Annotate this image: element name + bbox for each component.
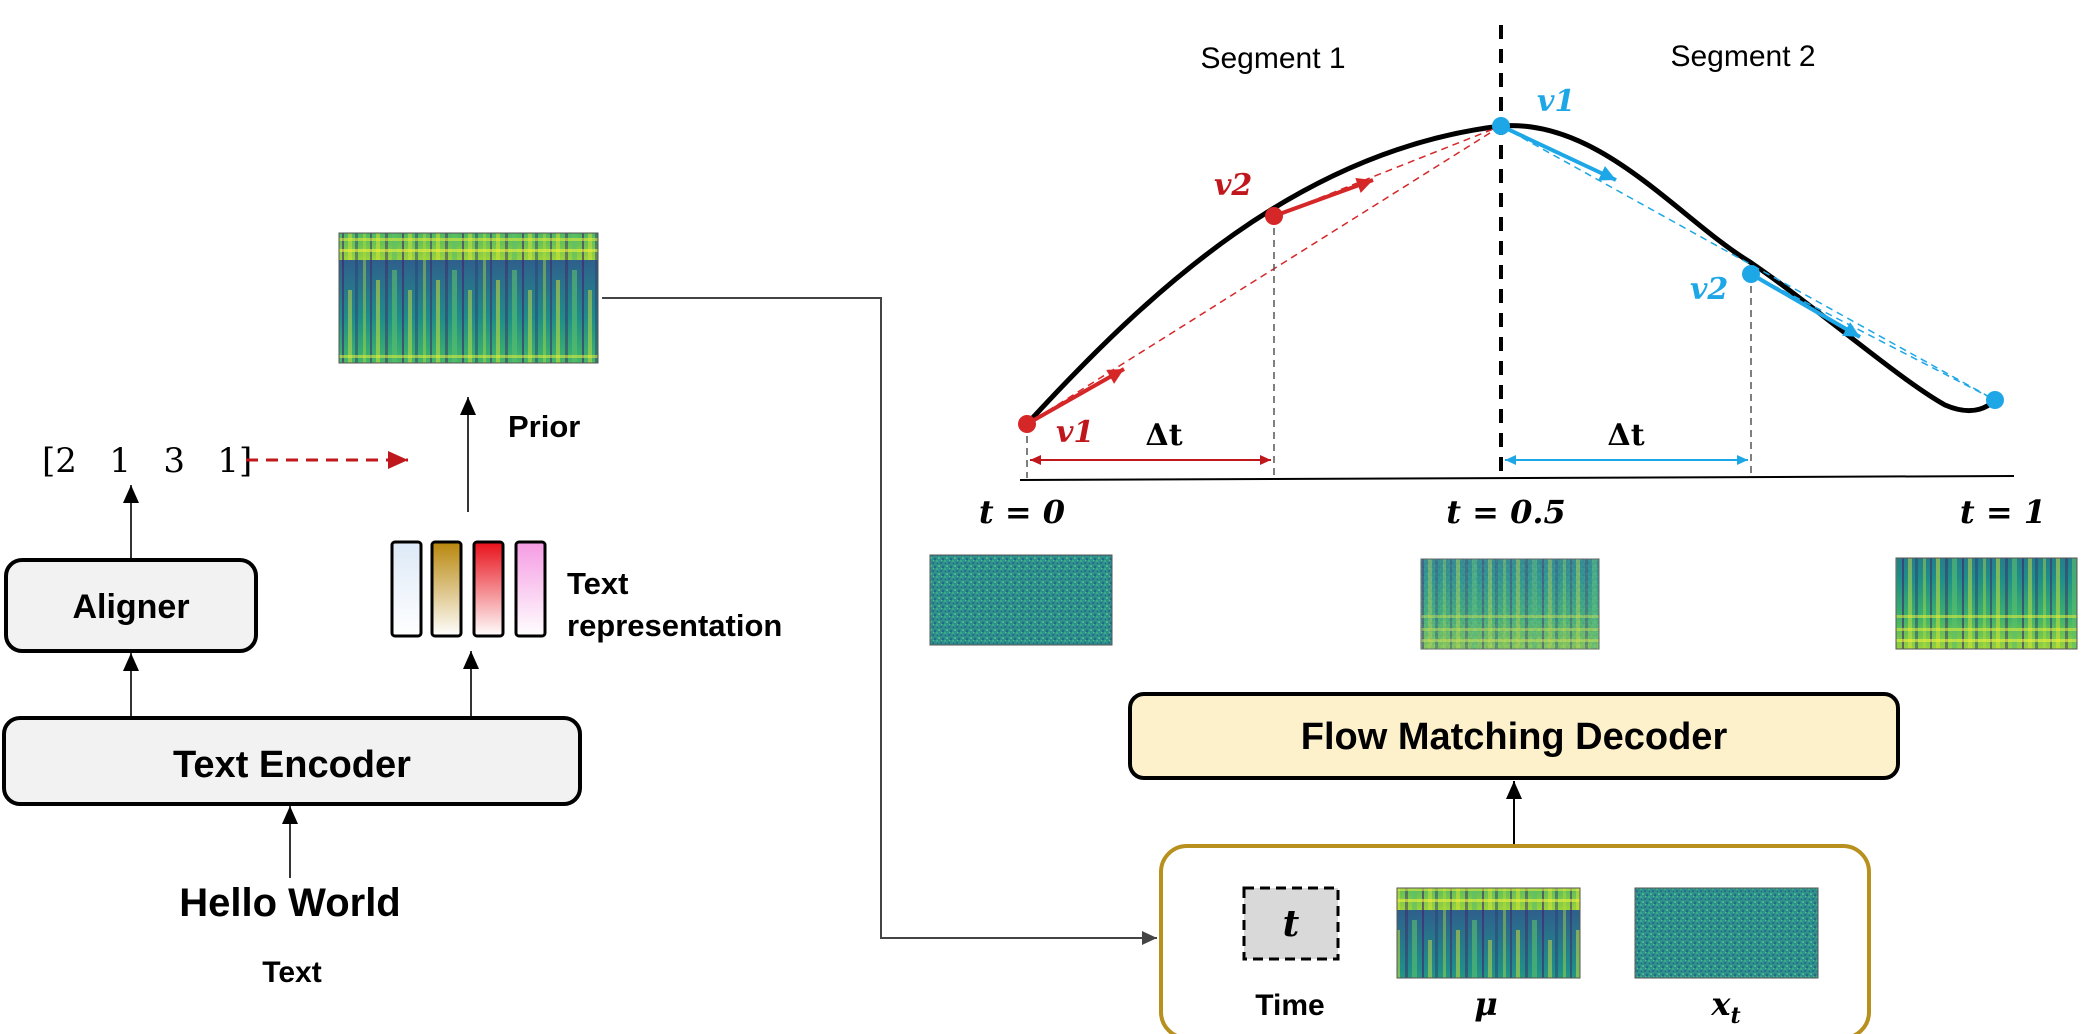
token-2 bbox=[430, 540, 463, 638]
blue-guide-1 bbox=[1500, 125, 1996, 401]
token-4 bbox=[514, 540, 547, 638]
blue-point-t05 bbox=[1492, 117, 1510, 135]
time-label-t05: t = 0.5 bbox=[1446, 493, 1566, 531]
aligner-label: Aligner bbox=[72, 588, 189, 626]
xt-noise bbox=[1634, 887, 1819, 979]
segment-2-label: Segment 2 bbox=[1670, 40, 1815, 73]
red-guide-1 bbox=[1026, 125, 1502, 425]
red-point-t0 bbox=[1018, 415, 1036, 433]
segment-1-label: Segment 1 bbox=[1200, 42, 1345, 75]
xt-caption-main: x bbox=[1710, 985, 1731, 1023]
decoder-section: Flow Matching Decoder t Time μ xt bbox=[1128, 692, 1900, 1034]
label-blue-v1: v1 bbox=[1537, 84, 1575, 119]
blue-velocity-v2 bbox=[1749, 272, 1862, 339]
blue-velocity-v1 bbox=[1500, 124, 1617, 182]
red-point-v2 bbox=[1265, 207, 1283, 225]
delta-t-1-label: Δt bbox=[1145, 418, 1182, 453]
blue-point-t1 bbox=[1986, 391, 2004, 409]
label-red-v2: v2 bbox=[1214, 168, 1252, 203]
label-blue-v2: v2 bbox=[1690, 272, 1728, 307]
text-encoder-label: Text Encoder bbox=[173, 744, 411, 786]
blue-guide-2 bbox=[1750, 273, 1996, 401]
label-red-v1: v1 bbox=[1056, 415, 1094, 450]
delta-t-2-label: Δt bbox=[1607, 418, 1644, 453]
time-label-t1: t = 1 bbox=[1960, 493, 2046, 531]
input-caption: Text bbox=[262, 956, 321, 989]
time-caption: Time bbox=[1255, 989, 1324, 1022]
red-velocity-v2 bbox=[1273, 177, 1374, 218]
left-panel: Text Encoder Aligner Hello World Text [2… bbox=[2, 232, 1157, 989]
input-text: Hello World bbox=[179, 881, 400, 925]
text-rep-label-line1: Text bbox=[567, 566, 628, 601]
time-token-label: t bbox=[1283, 903, 1300, 945]
text-encoder-box bbox=[2, 716, 582, 806]
flow-matching-decoder-box bbox=[1128, 692, 1900, 780]
connector-prior-to-input bbox=[602, 297, 1157, 945]
trajectory-curve bbox=[1025, 123, 1997, 426]
spectrogram-snapshot-t1 bbox=[1895, 557, 2078, 650]
blue-point-v2 bbox=[1742, 265, 1760, 283]
mu-caption: μ bbox=[1474, 985, 1497, 1023]
xt-caption: xt bbox=[1710, 985, 1740, 1029]
xt-caption-sub: t bbox=[1730, 1003, 1740, 1029]
aligner-box bbox=[4, 558, 258, 653]
text-representation bbox=[390, 540, 547, 638]
time-token-box bbox=[1242, 886, 1340, 961]
duration-sequence: [2 1 3 1] bbox=[42, 441, 252, 481]
noise-overlay-t05 bbox=[1421, 559, 1599, 649]
mu-spectrogram bbox=[1396, 887, 1581, 979]
flow-matching-decoder-label: Flow Matching Decoder bbox=[1301, 716, 1728, 758]
prior-label: Prior bbox=[508, 409, 580, 444]
token-3 bbox=[472, 540, 505, 638]
time-axis bbox=[1019, 475, 2015, 481]
red-velocity-v1 bbox=[1026, 367, 1125, 426]
token-1 bbox=[390, 540, 423, 638]
text-rep-label-line2: representation bbox=[567, 608, 782, 643]
trajectory-plot: Segment 1 Segment 2 v1 v2 v1 v2 bbox=[929, 25, 2078, 650]
noise-snapshot-t0 bbox=[929, 554, 1113, 646]
prior-spectrogram bbox=[338, 232, 599, 364]
time-label-t0: t = 0 bbox=[979, 493, 1065, 531]
